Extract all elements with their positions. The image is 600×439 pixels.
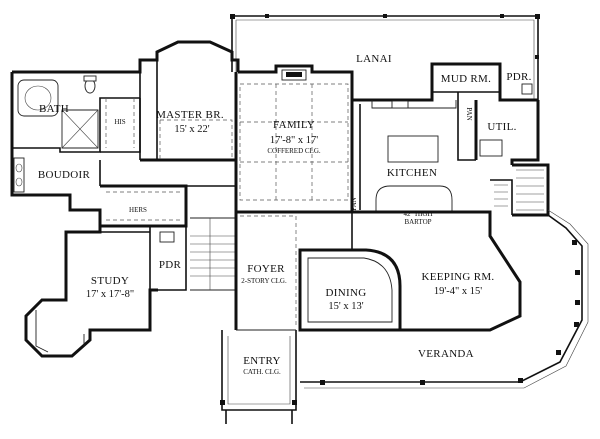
foyer-area — [149, 212, 297, 330]
study-dim: 17' x 17'-8" — [86, 289, 134, 300]
foyer-label: FOYER — [247, 263, 285, 275]
dining-label: DINING — [326, 287, 367, 299]
sink-icon — [391, 100, 409, 109]
rear-stairs — [490, 169, 544, 215]
his-label: HIS — [114, 118, 125, 126]
washer-icon — [479, 139, 503, 157]
family-note: COFFERED CLG. — [267, 147, 321, 155]
family-dim: 17'-8" x 17' — [270, 135, 318, 146]
master-label: MASTER BR. — [156, 109, 224, 121]
kitchen-area — [351, 64, 538, 213]
veranda-label: VERANDA — [418, 348, 474, 360]
bath-suite — [12, 72, 141, 193]
toilet-icon-pdr-lower — [159, 231, 175, 243]
keeping-label: KEEPING RM. — [422, 271, 495, 283]
keeping-room — [351, 210, 522, 332]
entry-label: ENTRY — [243, 355, 281, 367]
bath-label: BATH — [39, 103, 69, 115]
pdr-upper-label: PDR. — [506, 71, 531, 83]
pdr-lower-label: PDR — [159, 259, 182, 271]
study-label: STUDY — [91, 275, 129, 287]
keeping-dim: 19'-4" x 15' — [434, 286, 482, 297]
pan-upper-label: PAN — [465, 107, 473, 120]
kitchen-label: KITCHEN — [387, 167, 437, 179]
master-bedroom — [140, 52, 238, 192]
util-label: UTIL. — [487, 121, 516, 133]
lanai-area — [230, 14, 540, 100]
boudoir-label: BOUDOIR — [38, 169, 91, 181]
bartop-line1: 42" HIGH — [403, 210, 432, 218]
master-dim: 15' x 22' — [174, 124, 209, 135]
veranda — [300, 209, 589, 389]
hers-label: HERS — [129, 206, 147, 214]
vanity-icon — [13, 157, 25, 193]
family-label: FAMILY — [273, 119, 315, 131]
mud-room-label: MUD RM. — [441, 73, 491, 85]
entry-note: CATH. CLG. — [243, 368, 281, 376]
dining-dim: 15' x 13' — [328, 301, 363, 312]
bathtub-icon — [17, 79, 59, 117]
kitchen-island — [387, 135, 439, 163]
bartop-line2: BARTOP — [404, 218, 431, 226]
toilet-icon-pdr — [521, 83, 533, 95]
entry-porch — [220, 329, 297, 424]
dining-room — [298, 248, 402, 332]
pan-lower-label: PAN — [350, 197, 358, 210]
boudoir-hers — [99, 160, 236, 228]
foyer-note: 2-STORY CLG. — [241, 277, 287, 285]
study — [24, 231, 158, 358]
lanai-label: LANAI — [356, 53, 392, 65]
